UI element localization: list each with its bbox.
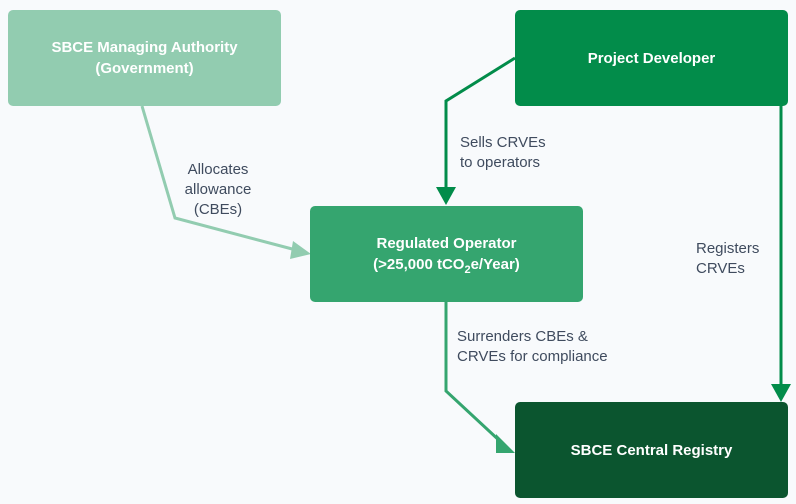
node-regulated-operator: Regulated Operator (>25,000 tCO2e/Year) <box>310 206 583 302</box>
edge-label-registers: Registers CRVEs <box>696 239 759 279</box>
edge-label-line: allowance <box>184 181 252 198</box>
edge-label-sells: Sells CRVEs to operators <box>460 133 546 173</box>
edge-label-surrenders: Surrenders CBEs & CRVEs for compliance <box>457 327 608 367</box>
edge-sells <box>444 56 516 188</box>
node-managing-authority-subtitle: (Government) <box>95 60 194 77</box>
edge-label-line: (CBEs) <box>193 201 243 218</box>
subtitle-suffix: e/Year) <box>470 256 520 273</box>
node-central-registry-title: SBCE Central Registry <box>570 441 733 459</box>
edge-label-line: Allocates <box>187 161 249 178</box>
arrowhead-allocates <box>290 241 311 259</box>
edge-label-line: Surrenders CBEs & <box>457 328 588 345</box>
edge-label-allocates: Allocates allowance (CBEs) <box>178 160 258 220</box>
node-regulated-operator-title: Regulated Operator <box>376 235 517 252</box>
node-managing-authority-title: SBCE Managing Authority <box>51 39 238 56</box>
node-central-registry: SBCE Central Registry <box>515 402 788 498</box>
edge-label-line: CRVEs <box>696 260 745 277</box>
edge-label-line: Registers <box>696 240 760 257</box>
node-project-developer-title: Project Developer <box>587 49 716 67</box>
edge-surrenders <box>444 302 504 445</box>
arrowhead-sells <box>436 187 456 205</box>
edge-label-line: CRVEs for compliance <box>457 348 608 365</box>
arrowhead-surrenders <box>496 434 515 453</box>
edge-allocates <box>140 105 297 252</box>
node-regulated-operator-subtitle: (>25,000 tCO2e/Year) <box>373 254 520 276</box>
arrowhead-registers <box>771 384 791 402</box>
node-managing-authority: SBCE Managing Authority (Government) <box>8 10 281 106</box>
edge-label-line: Sells CRVEs <box>460 134 546 151</box>
subtitle-prefix: (>25,000 tCO <box>373 256 465 273</box>
subtitle-subscript: 2 <box>464 264 471 276</box>
node-project-developer: Project Developer <box>515 10 788 106</box>
edge-label-line: to operators <box>460 154 541 171</box>
